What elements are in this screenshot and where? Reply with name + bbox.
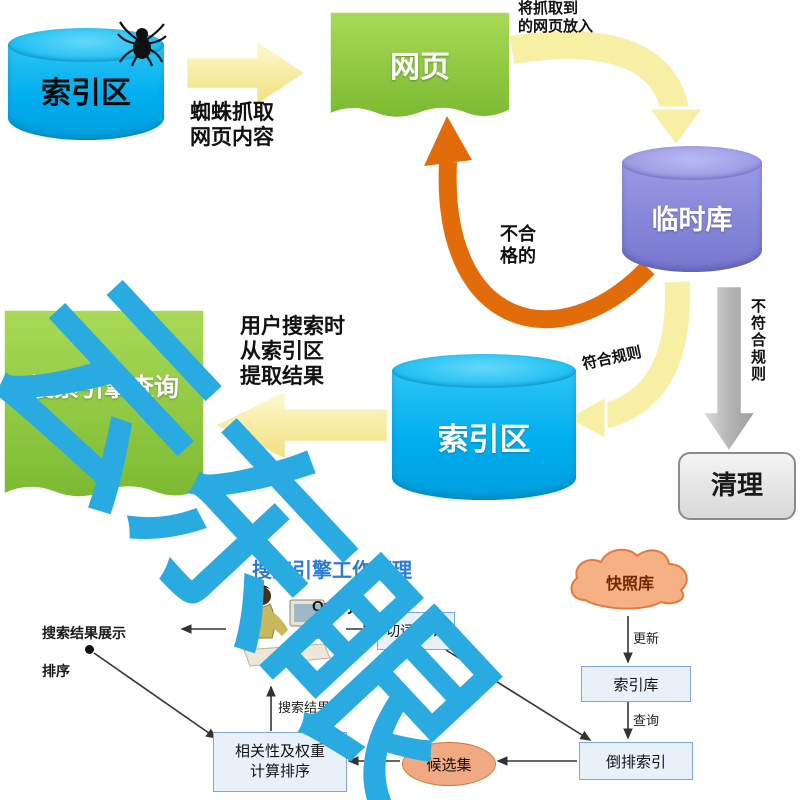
ranking-label: 相关性及权重 计算排序 [234, 742, 325, 780]
cloud-shape [570, 548, 688, 610]
edge-query-label: 查询 [633, 713, 660, 728]
cylinder-body [392, 371, 576, 500]
index-library-label: 索引库 [613, 676, 659, 694]
index-db-cylinder-2: 索引区 [392, 354, 576, 500]
candidate-set-ellipse: 候选集 [402, 742, 496, 786]
segment-to-inverted-line [445, 649, 592, 741]
clean-box: 清理 [678, 452, 796, 520]
qualified-note: 符合规则 [580, 343, 644, 374]
spider-icon [117, 21, 167, 67]
bullet-dot [85, 645, 94, 654]
candidate-set-label: 候选集 [426, 756, 472, 774]
webpage-doc: 网页 [329, 11, 511, 130]
snapshot-cloud: 快照库 [563, 540, 697, 618]
temp-db-label: 临时库 [651, 205, 733, 235]
snapshot-cloud-label: 快照库 [605, 576, 654, 593]
inverted-index-box: 倒排索引 [579, 742, 693, 780]
store-temp-note: 将抓取到 的网页放入 [518, 0, 594, 35]
bottom-connectors [93, 616, 633, 766]
crawl-arrow [184, 38, 308, 108]
edge-update-label: 更新 [633, 631, 660, 646]
result-display-note: 搜索结果展示 排序 [42, 625, 126, 679]
unqualified-note: 不合 格的 [500, 224, 536, 266]
ranking-box: 相关性及权重 计算排序 [213, 732, 347, 792]
result-label: 搜索结果 [278, 700, 331, 715]
search-query-doc-shape [3, 309, 205, 498]
index-library-box: 索引库 [581, 666, 691, 702]
clean-label: 清理 [710, 470, 763, 500]
serve-query-note: 用户搜索时 从索引区 提取结果 [240, 315, 345, 389]
not-qualified-note: 不符合规则 [749, 298, 766, 383]
cylinder-top [392, 354, 576, 388]
index-db-2-label: 索引区 [437, 422, 531, 457]
user-computer-icon [243, 585, 331, 667]
search-query-label: 搜索引擎查询 [28, 374, 179, 402]
section-heading: 搜索引擎工作原理 [252, 560, 412, 582]
webpage-doc-shape [329, 11, 511, 119]
inverted-index-label: 倒排索引 [605, 753, 666, 771]
recrawl-arrow [424, 116, 655, 329]
segmentation-label: 切词 划词 [386, 623, 446, 639]
store-temp-arrow [509, 27, 707, 149]
search-query-doc: 搜索引擎查询 [3, 309, 205, 508]
index-db-1-label: 索引区 [41, 77, 131, 110]
query-arrow [212, 388, 390, 462]
cylinder-top [622, 146, 762, 180]
segmentation-box: 切词 划词 [377, 612, 455, 650]
query-label: Query [312, 598, 356, 615]
temp-db-cylinder: 临时库 [622, 146, 762, 272]
webpage-label: 网页 [390, 51, 450, 84]
crawl-note: 蜘蛛抓取 网页内容 [190, 101, 274, 150]
